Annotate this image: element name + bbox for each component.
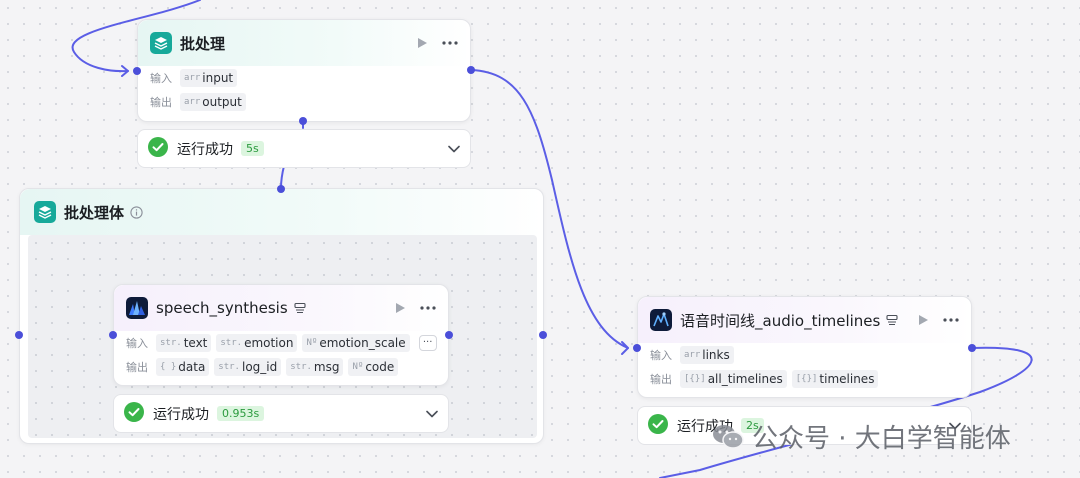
more-inputs-button[interactable]: ··· xyxy=(418,335,437,351)
check-circle-icon xyxy=(124,401,144,426)
type-prefix: str. xyxy=(160,338,182,348)
arrowhead-timeline-in xyxy=(621,341,629,355)
status-text: 运行成功 xyxy=(177,141,233,158)
status-text: 运行成功 xyxy=(153,406,209,423)
output-label: 输出 xyxy=(126,361,148,374)
input-tag: str.text xyxy=(156,334,212,352)
layers-icon xyxy=(150,32,172,54)
tag-name: output xyxy=(202,95,242,109)
batch-status-bar[interactable]: 运行成功 5s xyxy=(137,129,471,168)
tag-name: code xyxy=(365,360,395,374)
chevron-down-icon[interactable] xyxy=(426,410,438,418)
type-prefix: str. xyxy=(290,362,312,372)
play-icon[interactable] xyxy=(417,37,428,49)
duration-badge: 0.953s xyxy=(217,406,265,421)
output-row: 输出 [{}]all_timelines [{}]timelines xyxy=(638,367,971,391)
tag-name: emotion_scale xyxy=(319,336,406,350)
play-icon[interactable] xyxy=(918,314,929,326)
tag-name: text xyxy=(183,336,208,350)
speech-status-bar[interactable]: 运行成功 0.953s xyxy=(113,394,449,433)
speech-synthesis-node[interactable]: speech_synthesis 输入 str.text str.emotion… xyxy=(113,284,449,386)
output-label: 输出 xyxy=(650,373,672,386)
wechat-logo-icon xyxy=(712,424,744,450)
type-prefix: arr xyxy=(684,350,701,360)
type-prefix: Nº xyxy=(306,338,318,348)
node-title: 批处理 xyxy=(180,34,226,53)
type-prefix: { } xyxy=(160,362,177,372)
input-label: 输入 xyxy=(650,349,672,362)
node-title: 语音时间线_audio_timelines xyxy=(680,311,881,330)
batch-mode-icon xyxy=(294,302,306,314)
group-title: 批处理体 xyxy=(64,203,125,222)
play-icon[interactable] xyxy=(395,302,406,314)
tag-name: timelines xyxy=(819,372,875,386)
chevron-down-icon[interactable] xyxy=(448,145,460,153)
input-tag: str.emotion xyxy=(216,334,298,352)
tag-name: data xyxy=(178,360,206,374)
type-prefix: str. xyxy=(220,338,243,348)
batch-body-header: 批处理体 xyxy=(20,189,543,235)
type-prefix: arr xyxy=(184,97,201,107)
output-tag: [{}]all_timelines xyxy=(680,370,787,388)
type-prefix: arr xyxy=(184,73,201,83)
tag-name: msg xyxy=(313,360,340,374)
input-label: 输入 xyxy=(126,337,148,350)
tag-name: input xyxy=(202,71,234,85)
watermark-text: 公众号 · 大白学智能体 xyxy=(752,424,1011,454)
output-tag: str.msg xyxy=(286,358,344,376)
more-dots-icon[interactable] xyxy=(943,318,959,322)
output-tag: str.log_id xyxy=(214,358,282,376)
more-dots-icon[interactable] xyxy=(420,306,436,310)
timeline-node-header: 语音时间线_audio_timelines xyxy=(638,297,971,343)
info-icon[interactable] xyxy=(130,205,143,219)
node-title: speech_synthesis xyxy=(156,299,288,317)
output-tag: [{}]timelines xyxy=(791,370,879,388)
waveform-logo-icon xyxy=(126,297,148,319)
check-circle-icon xyxy=(648,413,668,438)
layers-icon xyxy=(34,201,56,223)
tag-name: links xyxy=(702,348,730,362)
check-circle-icon xyxy=(148,136,168,161)
tag-name: log_id xyxy=(241,360,278,374)
type-prefix: [{}] xyxy=(684,374,706,384)
output-tag: { }data xyxy=(156,358,210,376)
tag-name: emotion xyxy=(244,336,294,350)
arrowhead-batch-in xyxy=(121,65,129,77)
duration-badge: 5s xyxy=(241,141,264,156)
input-label: 输入 xyxy=(150,72,172,85)
speech-node-header: speech_synthesis xyxy=(114,285,448,331)
batch-mode-icon xyxy=(886,314,898,326)
type-prefix: Nº xyxy=(352,362,364,372)
more-dots-icon[interactable] xyxy=(442,41,458,45)
type-prefix: str. xyxy=(218,362,240,372)
type-prefix: [{}] xyxy=(795,374,818,384)
timeline-logo-icon xyxy=(650,309,672,331)
watermark: 公众号 · 大白学智能体 xyxy=(712,418,1011,455)
batch-node-header: 批处理 xyxy=(138,20,470,66)
tag-name: all_timelines xyxy=(707,372,783,386)
output-label: 输出 xyxy=(150,96,172,109)
